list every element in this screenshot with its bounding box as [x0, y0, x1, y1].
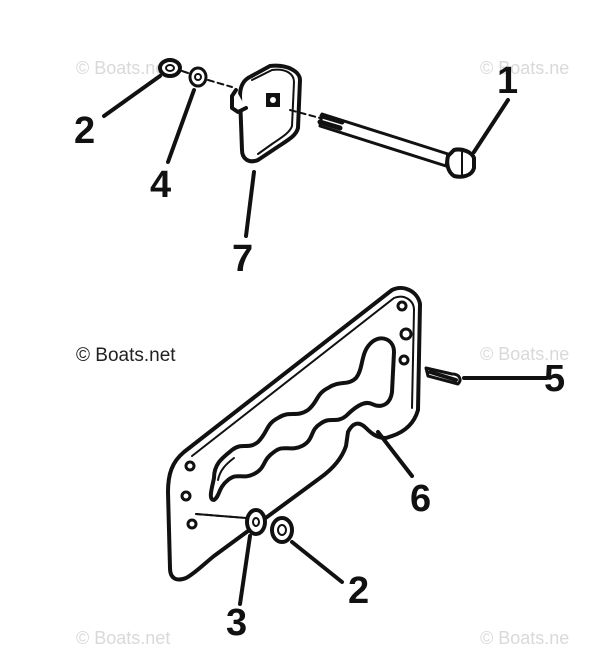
callout-3: 3 — [226, 602, 248, 644]
leader-3 — [238, 534, 252, 606]
washer-top — [188, 66, 208, 88]
watermark-bottom-left: © Boats.net — [76, 628, 171, 648]
callout-4: 4 — [150, 164, 172, 206]
leader-4 — [166, 88, 196, 164]
screw — [424, 366, 462, 386]
leader-2-top — [102, 74, 162, 118]
leader-2-bottom — [290, 540, 344, 584]
mounting-plate — [230, 63, 302, 164]
watermark-top-right: © Boats.ne — [480, 58, 570, 78]
gasket-plate — [166, 285, 422, 582]
nut-top — [158, 58, 182, 78]
callout-1: 1 — [497, 60, 519, 102]
callout-7: 7 — [232, 238, 254, 280]
watermark-mid-right: © Boats.ne — [480, 344, 570, 364]
callout-6: 6 — [410, 478, 432, 520]
watermark-bottom-right: © Boats.ne — [480, 628, 570, 648]
callout-2-top: 2 — [74, 110, 96, 152]
nut-bottom — [270, 516, 294, 544]
washer-bottom — [245, 508, 267, 536]
watermark-center: © Boats.net — [76, 345, 176, 366]
watermark-top-left: © Boats.net — [76, 58, 171, 78]
leader-1 — [472, 98, 510, 154]
callout-2-bottom: 2 — [348, 570, 370, 612]
leader-7 — [244, 170, 256, 238]
bolt — [317, 112, 476, 179]
leader-6 — [376, 430, 414, 478]
callout-5: 5 — [544, 358, 566, 400]
